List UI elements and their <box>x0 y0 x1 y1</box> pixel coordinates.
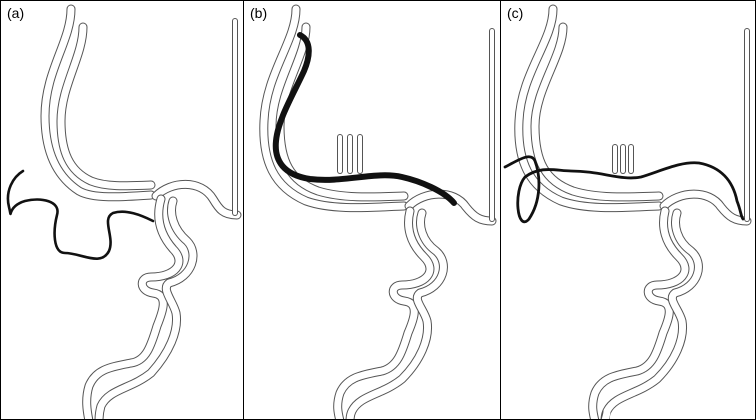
vessel-tree <box>514 4 752 419</box>
panel-label-c: (c) <box>507 5 524 21</box>
guidewire-c <box>503 155 745 224</box>
vessel-diagram-c <box>503 4 752 419</box>
panel-label-b: (b) <box>250 5 268 21</box>
panel-a: (a) <box>0 0 244 420</box>
vessel-diagram-a <box>6 4 242 419</box>
panel-b: (b) <box>243 0 501 420</box>
vessel-tree <box>40 4 242 419</box>
guidewire-a <box>6 169 155 260</box>
catheter-b <box>272 32 457 206</box>
panel-label-a: (a) <box>7 5 25 21</box>
vessel-diagram-b <box>259 4 497 419</box>
vessel-tree <box>259 4 497 419</box>
panel-c: (c) <box>500 0 756 420</box>
